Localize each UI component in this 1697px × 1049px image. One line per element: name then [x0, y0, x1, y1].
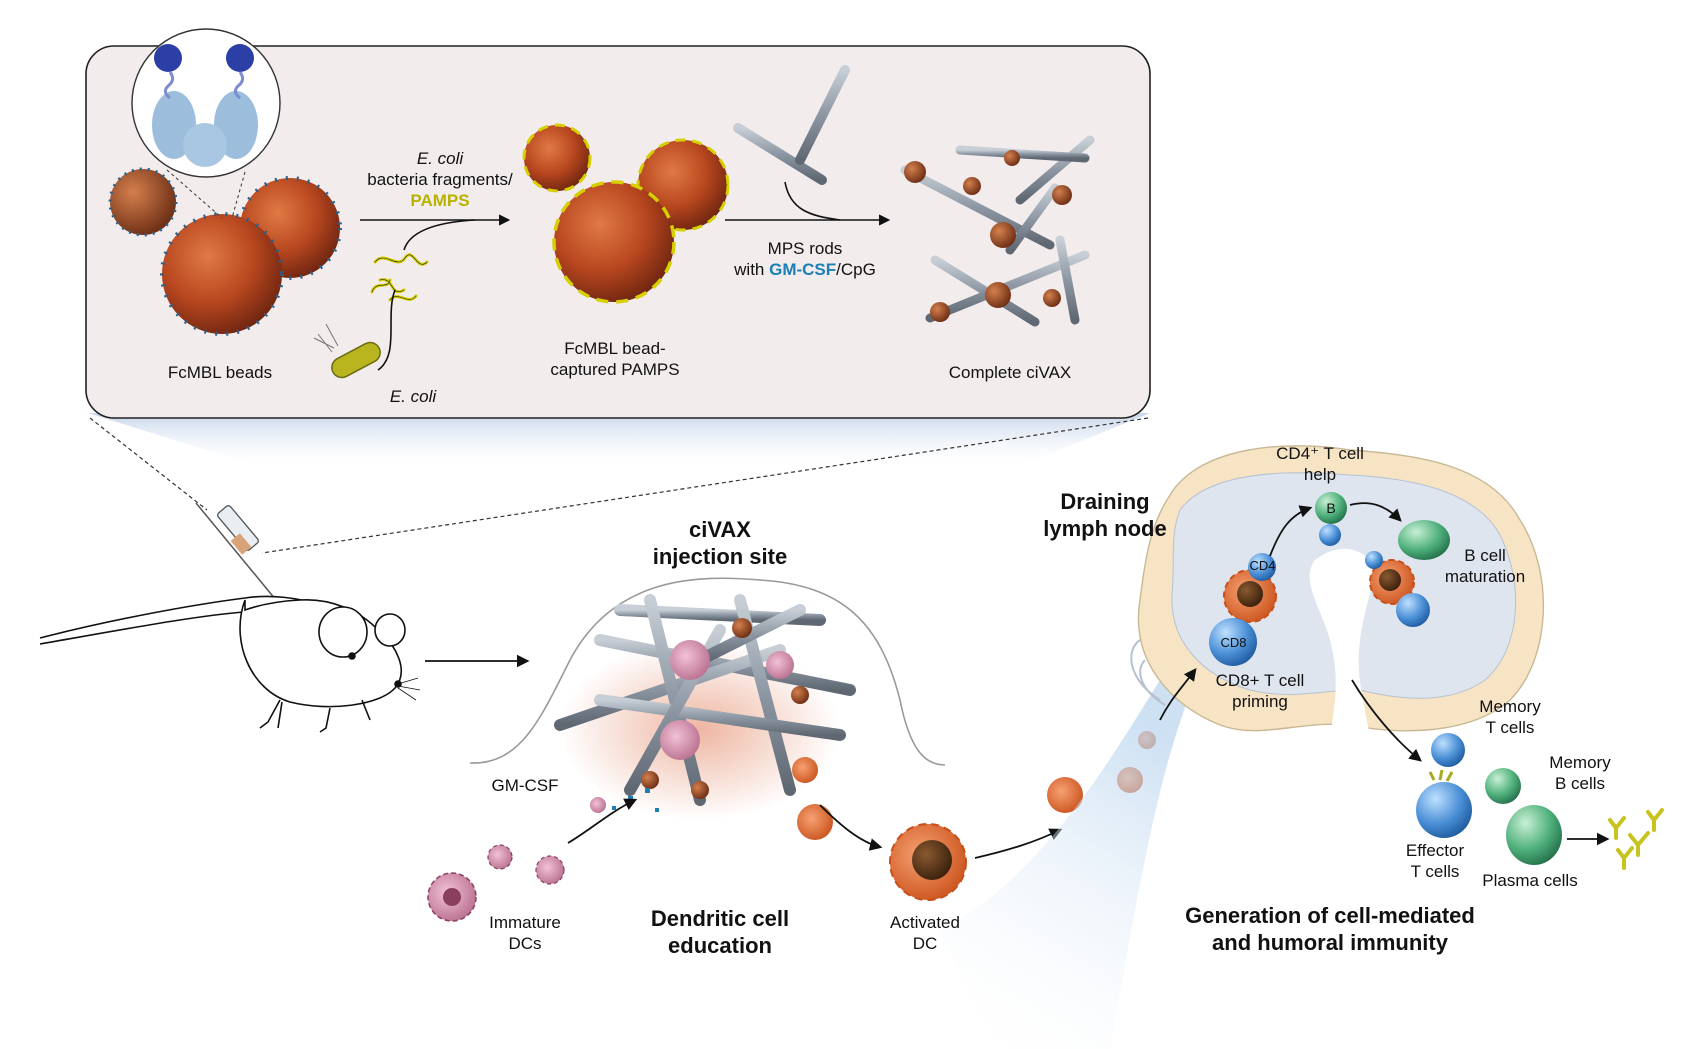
arrow-activated-to-lymph: [974, 828, 1063, 859]
immature-dc-cells: [427, 797, 606, 922]
mps-prefix: with: [734, 260, 770, 279]
cd8-tag: CD8: [1220, 635, 1247, 650]
effector-t-cells-label: Effector T cells: [1405, 841, 1465, 881]
immature-dcs-label: Immature DCs: [489, 913, 561, 953]
effector-memory-cells: [1416, 733, 1562, 865]
dc-education-title: Dendritic cell education: [650, 906, 790, 958]
arrow-label-fragments: E. coli bacteria fragments/ PAMPS: [367, 149, 513, 210]
cd8-priming-label: CD8+ T cell priming: [1215, 671, 1305, 711]
gm-csf-highlight: GM-CSF: [769, 260, 837, 279]
arrow-immature-to-site: [567, 798, 638, 844]
zoom-circle-line-left: [166, 169, 223, 219]
fcmbl-protein-zoom: [131, 28, 281, 178]
ecoli-bacterium-icon: [313, 323, 381, 379]
ecoli-label: E. coli: [389, 387, 437, 406]
cd4-tag: CD4: [1249, 558, 1276, 573]
activated-dc-label: Activated DC: [890, 913, 960, 953]
memory-b-cells-label: Memory B cells: [1549, 753, 1611, 793]
mouse-icon: [39, 595, 421, 733]
lymphatic-vessel-beam: [940, 670, 1200, 1049]
mps-rods-label: MPS rods with GM-CSF/CpG: [734, 239, 876, 279]
mps-rods-top: [733, 65, 850, 185]
b-cell-maturation-label: B cell maturation: [1444, 546, 1526, 586]
memory-t-cells-label: Memory T cells: [1479, 697, 1541, 737]
zoom-circle-line-right: [231, 171, 246, 219]
plasma-cells-label: Plasma cells: [1482, 871, 1578, 890]
complete-civax-label: Complete ciVAX: [948, 363, 1072, 382]
lymph-node-cells: [1209, 492, 1450, 666]
arrow-cd4-to-b: [1269, 505, 1313, 557]
activated-dc-cells: [792, 731, 1156, 901]
lymph-afferent-vessel: [1130, 639, 1166, 706]
gmcsf-label: GM-CSF: [491, 776, 559, 795]
injection-site-scaffold: [554, 594, 856, 806]
immunity-generation-title: Generation of cell-mediated and humoral …: [1185, 903, 1475, 955]
b-cell-tag: B: [1326, 500, 1336, 516]
mps-suffix: /CpG: [836, 260, 876, 279]
injection-site-skin: [469, 577, 946, 766]
fcmbl-beads-label: FcMBL beads: [167, 363, 273, 382]
arrow-rods-in-curve: [784, 181, 841, 221]
bead-main: [160, 212, 284, 336]
gmcsf-particles: [612, 788, 659, 812]
cd4-help-label: CD4⁺ T cell help: [1276, 444, 1364, 484]
captured-pamps-beads: [522, 123, 730, 304]
arrow-node-to-effectors: [1351, 679, 1422, 762]
draining-lymph-node-title: Draining lymph node: [1043, 489, 1167, 541]
bead-small: [108, 167, 178, 237]
arrow-b-to-maturation: [1349, 502, 1402, 522]
injection-site-title: ciVAX injection site: [652, 517, 788, 569]
antibody-icons: [1608, 808, 1664, 870]
fcmbl-beads: [108, 167, 342, 336]
injection-site-haze: [560, 640, 840, 820]
complete-civax-scaffold: [900, 135, 1095, 327]
zoom-line-right: [261, 417, 1149, 554]
zoom-line-left: [89, 417, 208, 511]
arrow-site-to-activated: [819, 804, 883, 851]
arrow-lymph-entry: [1159, 667, 1197, 721]
pamps-fragments-icon: [370, 253, 429, 302]
captured-pamps-label: FcMBL bead- captured PAMPS: [550, 339, 680, 379]
panel-zoom-beam: [88, 413, 1150, 470]
